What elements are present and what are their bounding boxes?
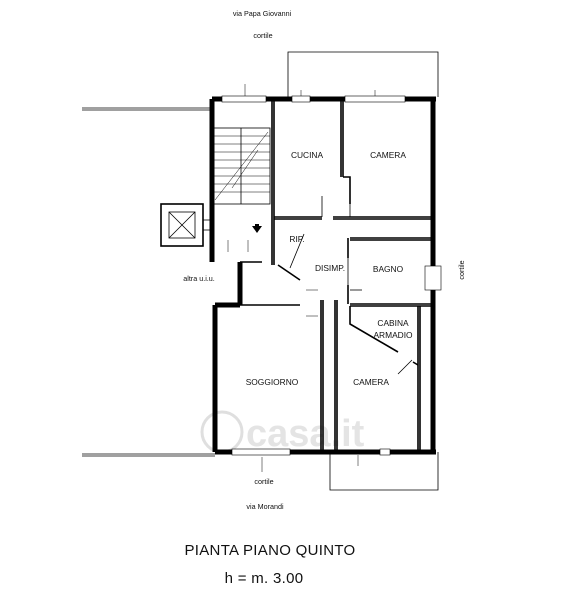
room-label-storage: RIP. — [289, 234, 304, 244]
staircase — [211, 127, 271, 205]
room-label-bedroom-bottom: CAMERA — [353, 377, 389, 387]
top-windows — [221, 84, 442, 472]
room-label-bedroom-top: CAMERA — [370, 150, 406, 160]
room-label-walkin-line1: CABINA — [377, 318, 409, 328]
street-label-bottom: via Morandi — [246, 502, 284, 511]
room-label-bathroom: BAGNO — [373, 264, 404, 274]
elevator — [160, 203, 212, 247]
room-label-walkin-line2: ARMADIO — [373, 330, 413, 340]
neighbor-unit-label: altra u.i.u. — [183, 274, 215, 283]
courtyard-label-bottom: cortile — [254, 477, 273, 486]
ceiling-height-note: h = m. 3.00 — [225, 570, 304, 587]
watermark-text: casa.it — [246, 413, 365, 455]
room-label-hallway: DISIMP. — [315, 263, 345, 273]
watermark: casa.it — [200, 410, 365, 455]
courtyard-boundaries — [82, 51, 439, 491]
room-label-kitchen: CUCINA — [291, 150, 324, 160]
door-swings — [227, 196, 413, 375]
plan-title: PIANTA PIANO QUINTO — [184, 542, 355, 559]
entrance-arrow-icon — [252, 224, 262, 233]
room-label-living: SOGGIORNO — [246, 377, 299, 387]
courtyard-label-right: cortile — [457, 260, 466, 279]
street-label-top: via Papa Giovanni — [233, 9, 292, 18]
courtyard-label-top: cortile — [253, 31, 272, 40]
interior-walls — [240, 99, 433, 452]
